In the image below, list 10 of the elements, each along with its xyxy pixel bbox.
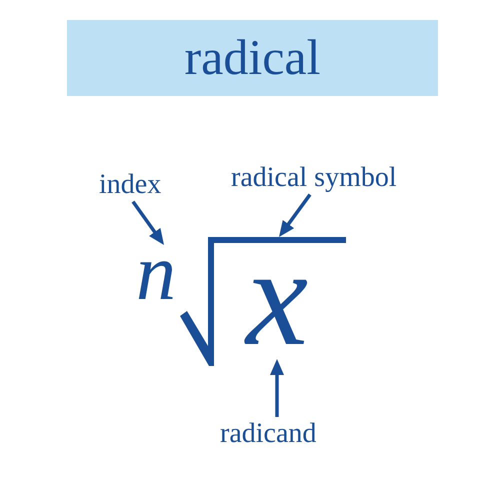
math-variable: x (242, 249, 312, 359)
math-variable: n (133, 245, 179, 301)
callout-label: index (99, 168, 162, 202)
leader-arrow (132, 200, 164, 245)
leader-arrow (270, 359, 284, 417)
callout-label: radicand (220, 417, 316, 451)
title: radical (184, 29, 320, 87)
leader-arrow (279, 194, 312, 237)
callout-label: radical symbol (231, 161, 397, 195)
radical-sign (180, 237, 346, 366)
